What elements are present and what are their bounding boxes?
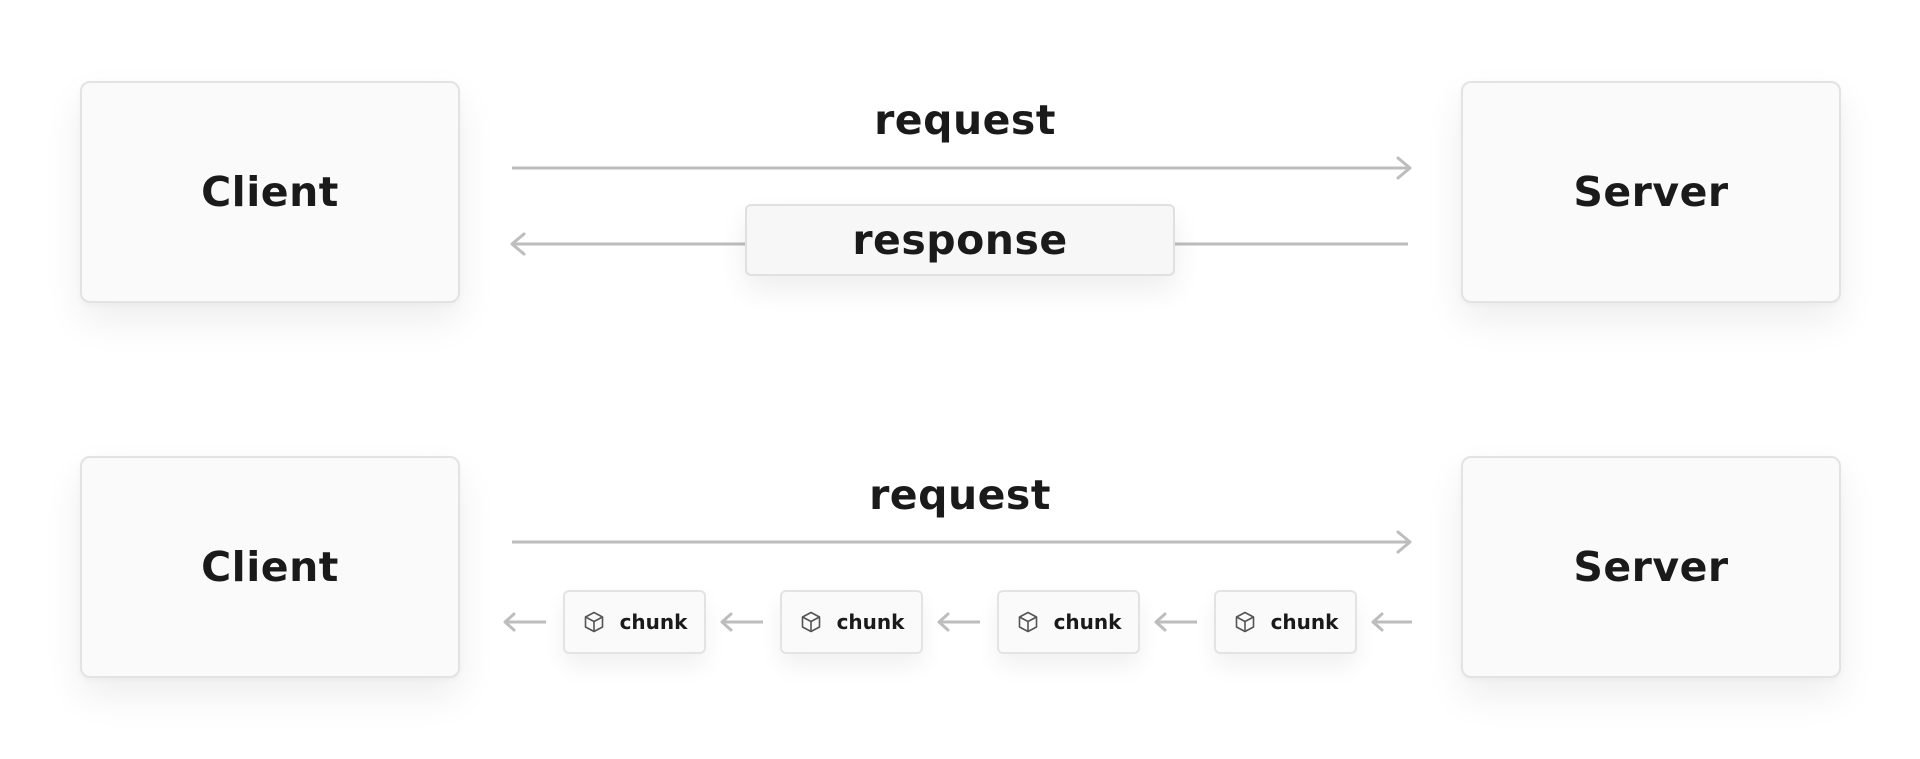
cube-icon — [1018, 611, 1037, 633]
client-box-top: Client — [80, 81, 460, 303]
chunk-label: chunk — [1053, 610, 1122, 634]
server-box-top: Server — [1461, 81, 1841, 303]
chunk-arrow-1 — [503, 612, 546, 632]
request-arrow-bottom — [512, 530, 1412, 554]
response-arrow — [510, 232, 1408, 256]
chunk-label: chunk — [619, 610, 688, 634]
request-label-bottom: request — [869, 471, 1051, 519]
cube-icon — [801, 611, 820, 633]
chunk-box-3: chunk — [997, 590, 1140, 654]
request-arrow-top — [512, 156, 1412, 180]
chunk-arrow-5 — [1371, 612, 1412, 632]
chunk-box-4: chunk — [1214, 590, 1357, 654]
server-label: Server — [1573, 168, 1729, 216]
chunk-arrow-3 — [937, 612, 980, 632]
response-label: response — [852, 216, 1068, 264]
cube-icon — [1235, 611, 1254, 633]
request-label-top: request — [874, 96, 1056, 144]
chunk-box-2: chunk — [780, 590, 923, 654]
chunk-arrow-2 — [720, 612, 763, 632]
cube-icon — [584, 611, 603, 633]
server-label: Server — [1573, 543, 1729, 591]
response-box: response — [745, 204, 1175, 276]
client-box-bottom: Client — [80, 456, 460, 678]
client-label: Client — [201, 168, 339, 216]
chunk-label: chunk — [836, 610, 905, 634]
chunk-label: chunk — [1270, 610, 1339, 634]
chunk-box-1: chunk — [563, 590, 706, 654]
server-box-bottom: Server — [1461, 456, 1841, 678]
chunk-arrow-4 — [1154, 612, 1197, 632]
client-label: Client — [201, 543, 339, 591]
